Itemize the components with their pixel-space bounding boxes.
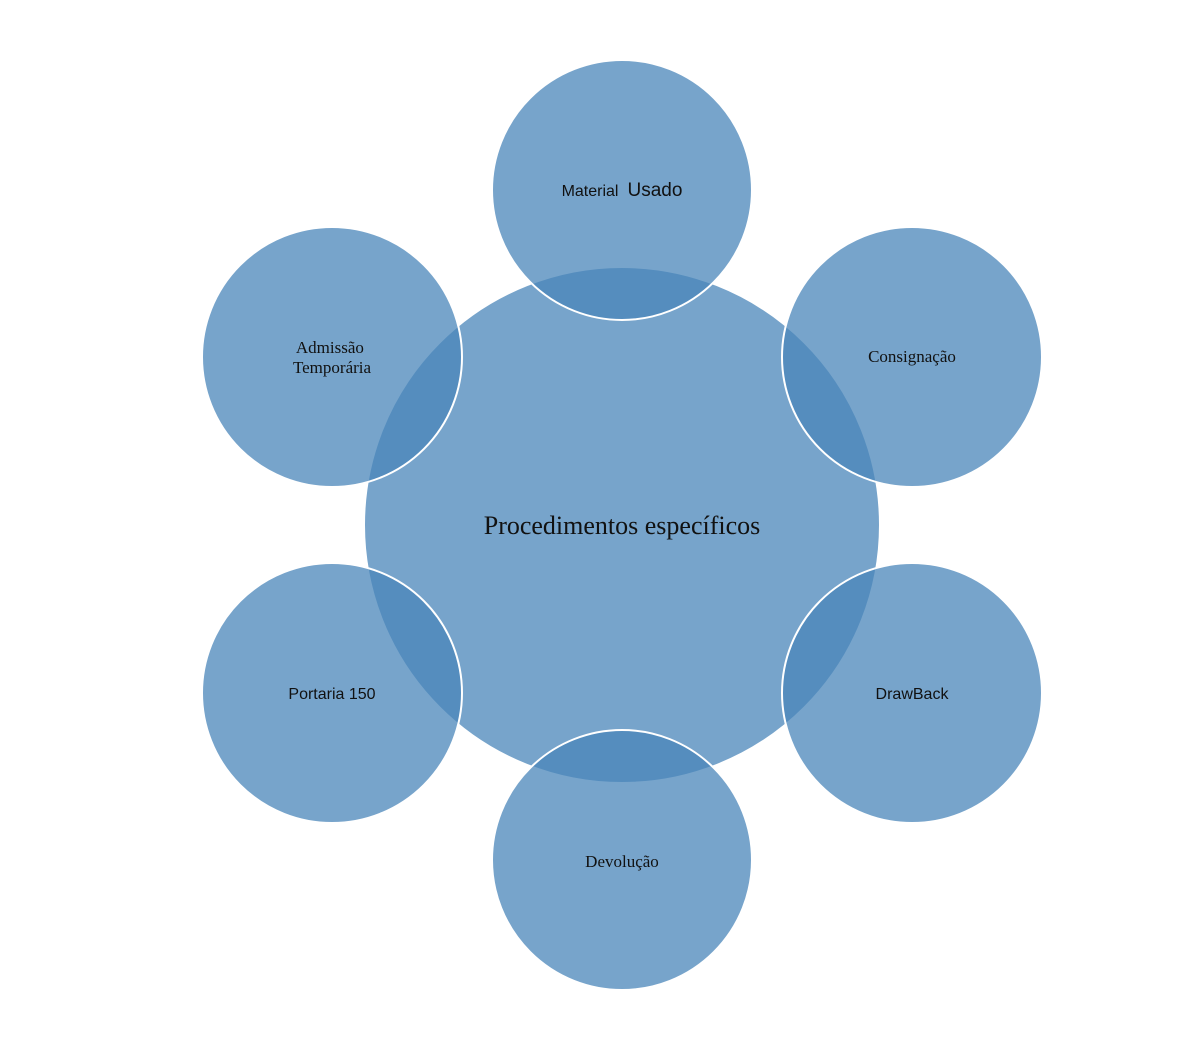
node-label-material-usado-part2: Usado	[627, 180, 682, 201]
node-circle-admissao-temporaria	[201, 226, 463, 488]
node-circle-material-usado	[491, 59, 753, 321]
node-label-devolucao: Devolução	[585, 852, 659, 871]
node-circle-devolucao	[491, 729, 753, 991]
node-label-portaria-150: Portaria 150	[288, 686, 375, 703]
node-label-admissao-temporaria: Admissão Temporária	[293, 338, 372, 377]
node-circle-portaria-150	[201, 562, 463, 824]
node-label-material-usado-part1: Material	[562, 183, 619, 200]
node-drawback	[781, 562, 1043, 824]
node-label-admissao-temporaria-line1: Admissão	[296, 338, 364, 357]
node-label-drawback: DrawBack	[876, 686, 950, 703]
node-label-admissao-temporaria-line2: Temporária	[293, 358, 372, 377]
node-circle-consignacao	[781, 226, 1043, 488]
node-admissao-temporaria	[201, 226, 463, 488]
node-material-usado	[491, 59, 753, 321]
node-portaria-150	[201, 562, 463, 824]
node-label-consignacao: Consignação	[868, 347, 956, 366]
node-consignacao	[781, 226, 1043, 488]
center-label: Procedimentos específicos	[484, 511, 761, 540]
node-devolucao	[491, 729, 753, 991]
node-circle-drawback	[781, 562, 1043, 824]
node-label-material-usado: Material Usado	[562, 180, 683, 201]
